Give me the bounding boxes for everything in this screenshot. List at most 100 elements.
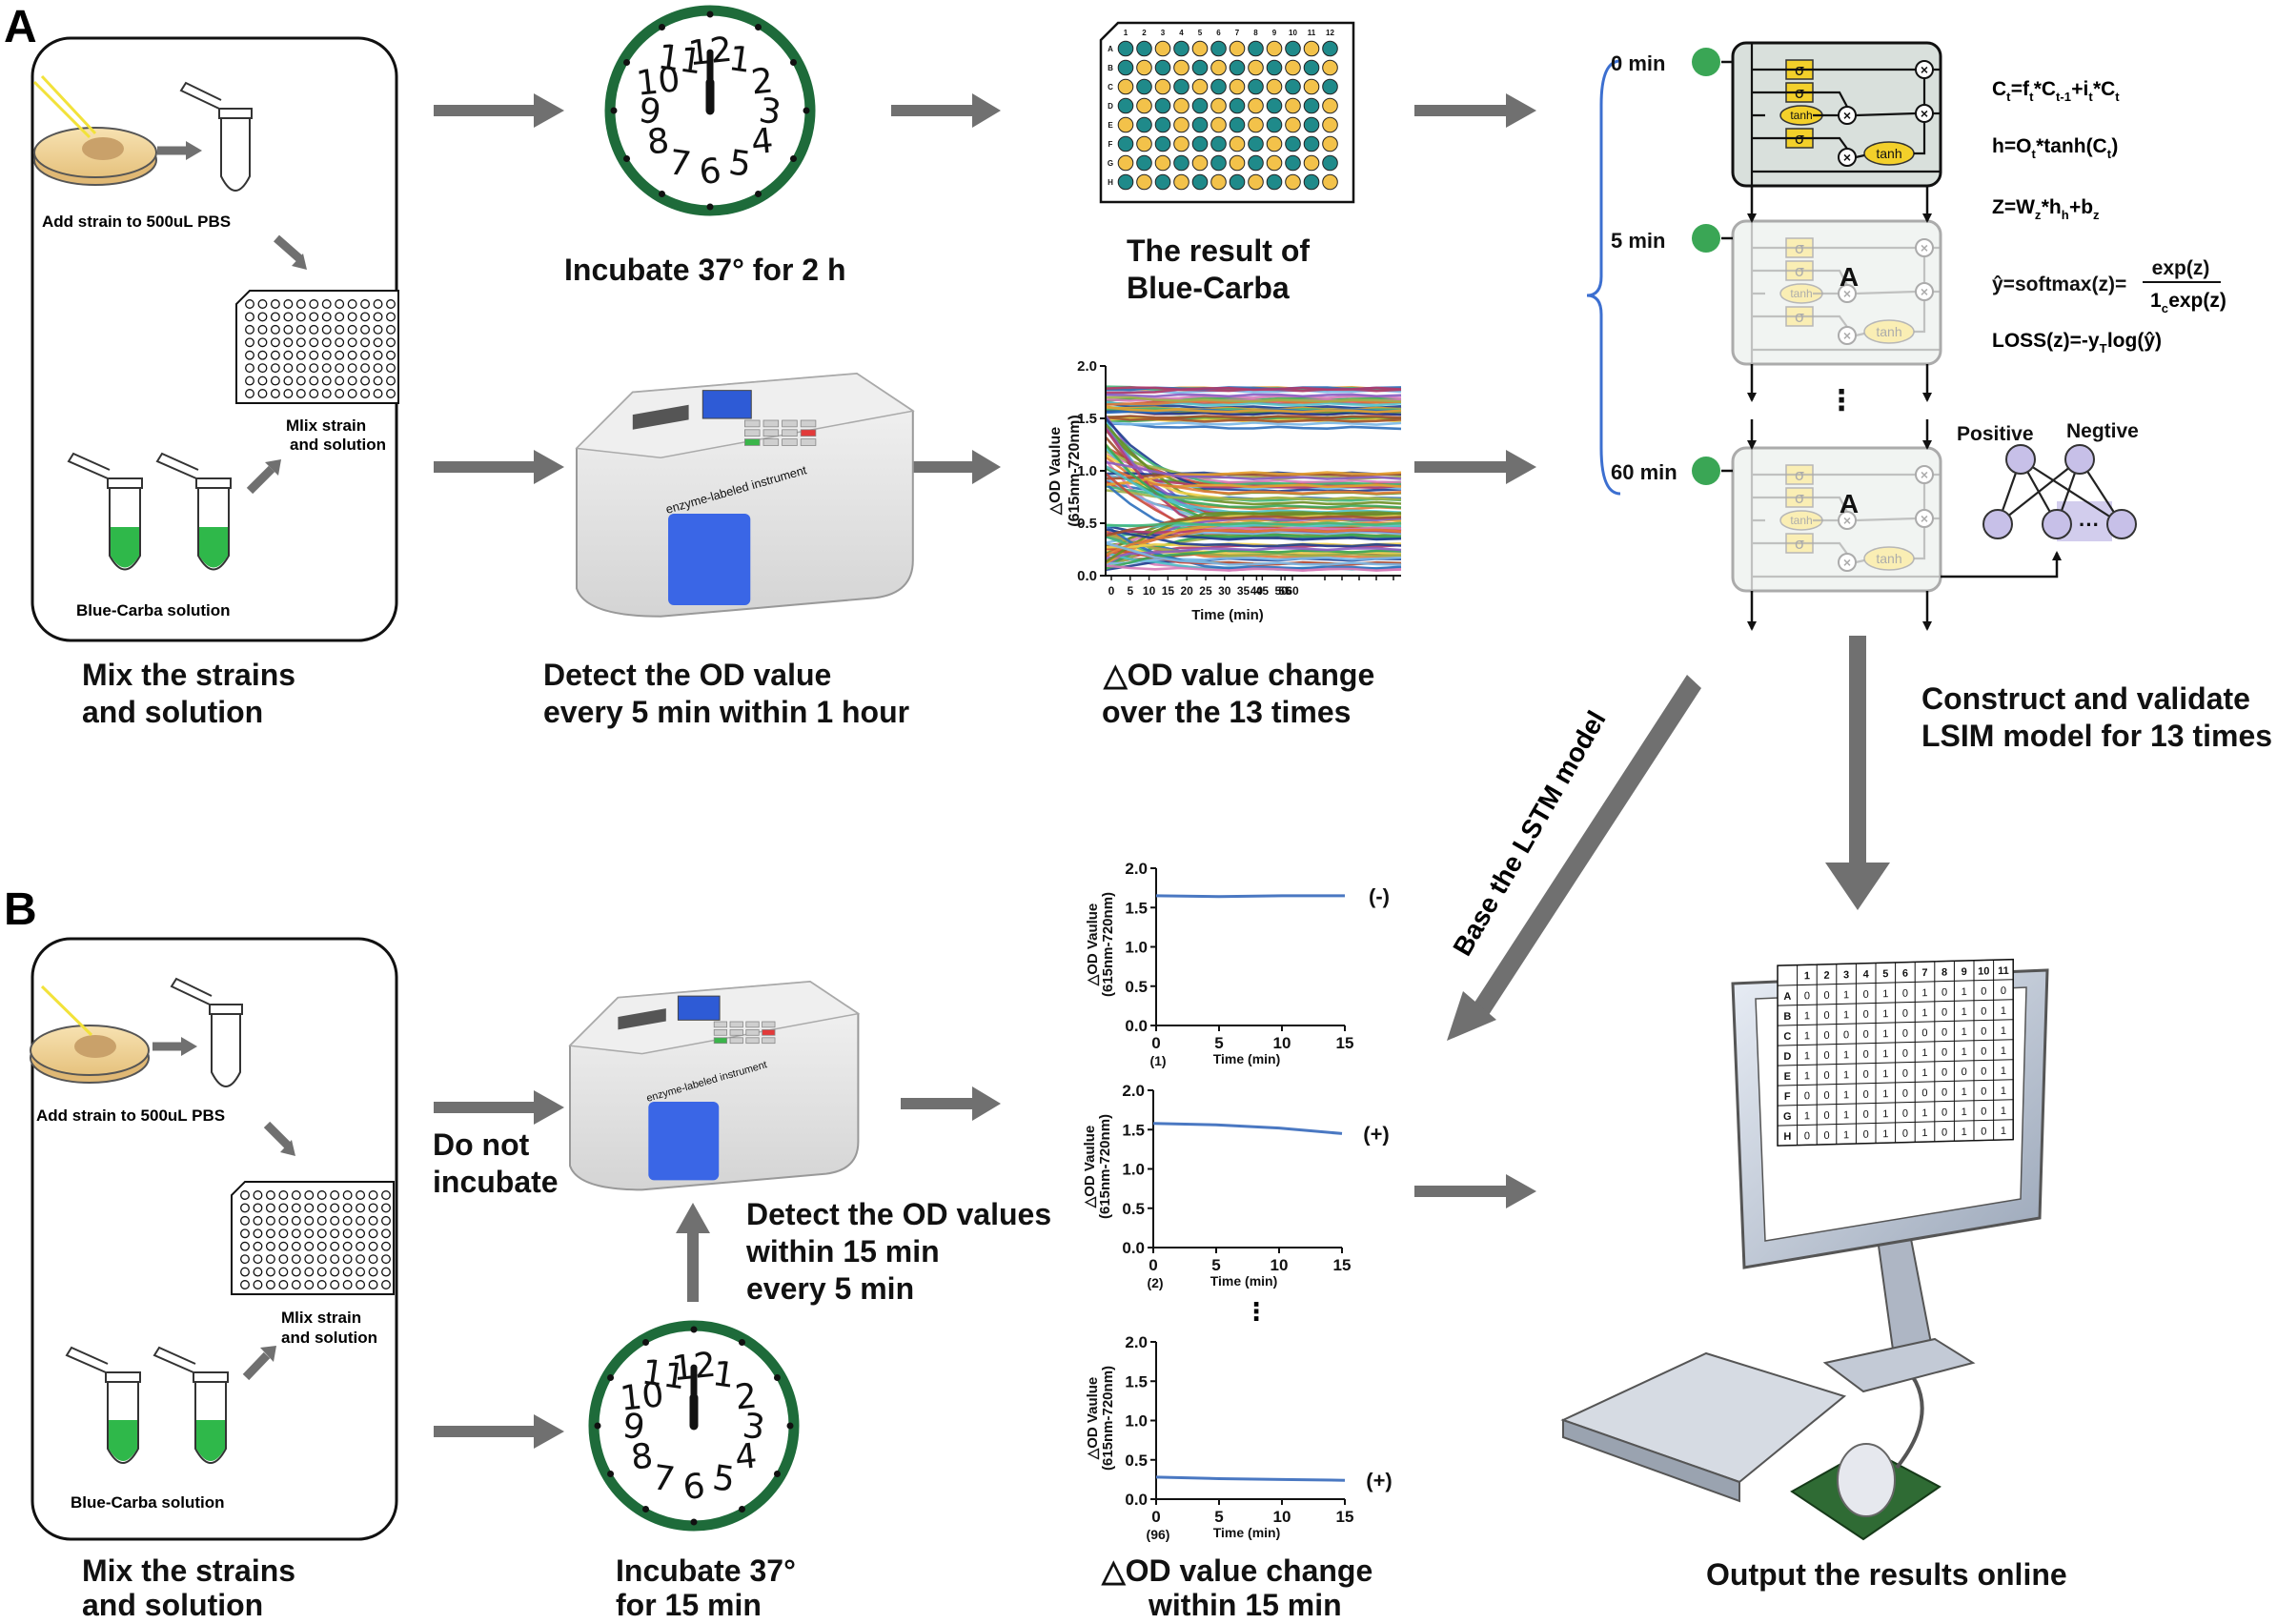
instrument-key — [782, 438, 798, 446]
lstm-wires — [1750, 43, 1941, 186]
plate-well — [335, 350, 345, 360]
sample-label: (96) — [1147, 1527, 1170, 1542]
plate-well — [295, 337, 306, 348]
plate-well — [1136, 173, 1152, 191]
plate-row-label: C — [1108, 83, 1113, 91]
x-tick-label: 45 — [1256, 584, 1270, 598]
table-column-header: 7 — [1921, 967, 1927, 979]
clock-number: 1 — [726, 39, 753, 81]
plate-well — [291, 1228, 301, 1239]
caption-incubate-b-2: for 15 min — [616, 1588, 762, 1622]
flow-arrows-a — [434, 93, 1536, 484]
cell-label: A — [1840, 262, 1859, 292]
plate-well — [1210, 173, 1227, 191]
plate-well — [386, 389, 396, 398]
plate-well — [270, 312, 280, 322]
plate-well — [245, 363, 254, 374]
plate-well — [240, 1280, 250, 1289]
plate-well — [1210, 154, 1227, 172]
plate-well — [321, 337, 332, 348]
clock-icon-b: 121234567891011 — [588, 1320, 800, 1532]
plate-well — [245, 337, 254, 348]
table-cell: 0 — [1804, 990, 1810, 1002]
table-cell: 1 — [1962, 986, 1967, 998]
plate-well — [1229, 116, 1246, 133]
plate-well — [270, 350, 280, 360]
caption-od-a-1: △OD value change — [1104, 658, 1375, 692]
plate-well — [386, 324, 396, 335]
plate-well — [1117, 135, 1134, 152]
keyboard-edge — [1562, 1418, 1740, 1503]
plate-column-label: 12 — [1326, 29, 1334, 37]
table-cell: 0 — [1902, 1108, 1908, 1120]
plate-well — [1117, 173, 1134, 191]
plate-well — [1322, 59, 1338, 76]
plate-well — [1210, 135, 1227, 152]
plate-well — [253, 1203, 263, 1213]
clock-tick — [706, 10, 714, 18]
table-cell: 0 — [1942, 1086, 1947, 1098]
plate-well — [386, 337, 396, 348]
monitor-base — [1822, 1337, 1976, 1393]
result-label: (+) — [1363, 1122, 1390, 1146]
mix-box-a: Add strain to 500uL PBS Mlix strain and … — [30, 36, 399, 642]
plate-well — [278, 1254, 289, 1265]
plate-well — [1191, 97, 1209, 114]
plate-well — [1191, 135, 1209, 152]
lstm-cell-box — [1731, 219, 1942, 366]
clock-tick — [739, 1505, 745, 1512]
well-plate-small-b — [231, 1181, 395, 1295]
plate-well — [360, 312, 371, 322]
plate-well — [1229, 135, 1246, 152]
enzyme-instrument-icon-b: enzyme-labeled instrument — [568, 980, 861, 1191]
plate-well — [278, 1267, 289, 1277]
table-cell: 0 — [1863, 1029, 1869, 1041]
y-tick-label: 1.0 — [1077, 463, 1097, 479]
instrument-key — [745, 1029, 760, 1036]
green-tube-icon — [67, 452, 143, 571]
plate-well — [295, 350, 306, 360]
plate-well — [265, 1215, 275, 1226]
table-cell: 1 — [1921, 987, 1927, 999]
chart-series-line — [1105, 386, 1402, 392]
tanh-label: tanh — [1876, 551, 1901, 566]
clock-tick — [659, 24, 665, 31]
plate-well — [1322, 78, 1338, 95]
chart-series-line — [1152, 1122, 1343, 1135]
plate-well — [270, 337, 280, 348]
time-dot — [1692, 224, 1720, 253]
plate-row-label: F — [1108, 140, 1113, 149]
plate-well — [304, 1203, 315, 1213]
table-cell: 0 — [1863, 1069, 1869, 1081]
plate-well — [347, 363, 357, 374]
plate-well — [1136, 135, 1152, 152]
plate-well — [253, 1280, 263, 1289]
x-tick-label: 5 — [1127, 584, 1133, 598]
table-cell: 1 — [1843, 1009, 1849, 1021]
plate-well — [1266, 40, 1283, 57]
plate-well — [386, 312, 396, 322]
table-cell: 0 — [1843, 1029, 1849, 1041]
plate-well — [1117, 78, 1134, 95]
plate-well — [278, 1280, 289, 1289]
instrument-window — [648, 1102, 720, 1181]
plate-well — [321, 312, 332, 322]
plate-well — [291, 1190, 301, 1200]
plate-well — [368, 1280, 378, 1289]
plate-well — [335, 337, 345, 348]
brace — [1586, 59, 1621, 496]
plate-well — [1191, 40, 1209, 57]
plate-well — [1136, 97, 1152, 114]
table-cell: 1 — [1962, 1106, 1967, 1118]
table-gridline — [1778, 1019, 2014, 1026]
plate-well — [386, 299, 396, 309]
plate-well — [1173, 97, 1189, 114]
panel-letter-a: A — [4, 2, 37, 52]
plate-well — [1173, 59, 1189, 76]
instrument-key — [745, 1037, 760, 1045]
table-cell: 0 — [1902, 1048, 1908, 1060]
table-gridline — [1778, 1139, 2014, 1147]
clock-tick — [623, 59, 631, 66]
y-tick-label: 0.5 — [1077, 516, 1097, 532]
